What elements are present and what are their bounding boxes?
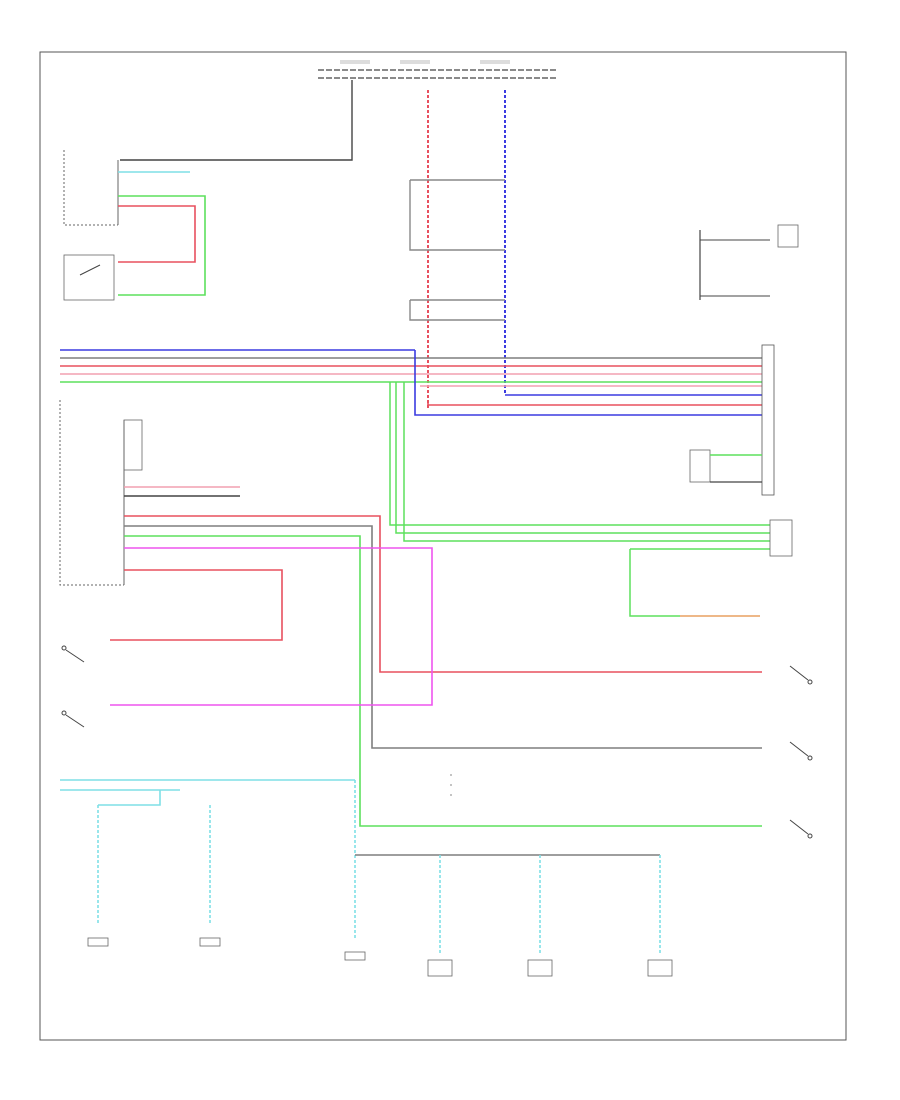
diagram-border	[39, 51, 847, 1041]
meter-output-wires	[110, 486, 762, 827]
door-switch-rear-right	[789, 665, 813, 685]
door-switch-front-right	[789, 819, 813, 839]
left-switch-wires	[118, 171, 206, 296]
door-switch-rear-left	[789, 741, 813, 761]
main-bus-lines	[60, 349, 762, 416]
green-bus-right	[389, 382, 793, 617]
door-switch-front-left	[61, 645, 85, 663]
right-connector-block	[689, 224, 799, 496]
fuse-feed-lines	[120, 80, 506, 410]
fuse-block-top	[318, 60, 556, 79]
trunk-switch	[61, 710, 85, 728]
combination-meter-block	[59, 400, 143, 586]
left-switch-assembly	[63, 150, 119, 301]
cyan-bus-bottom	[60, 779, 661, 955]
ground-points	[87, 937, 673, 977]
legend	[450, 774, 452, 796]
